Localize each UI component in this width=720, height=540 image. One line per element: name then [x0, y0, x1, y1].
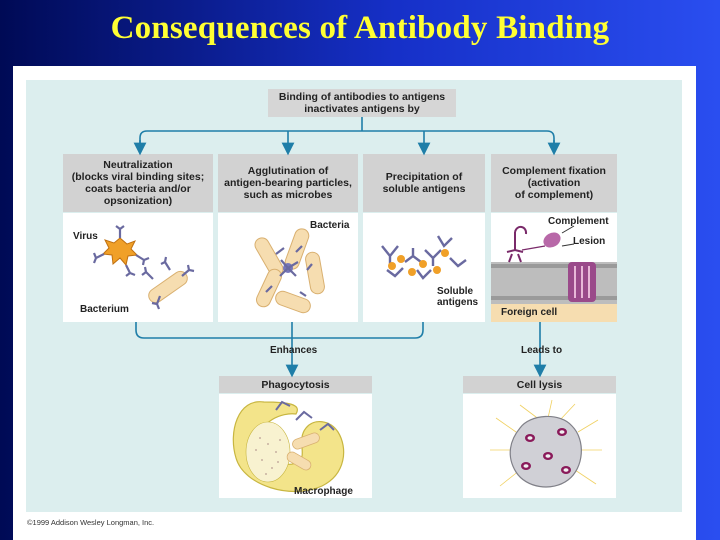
- complement-fixation-header: Complement fixation (activation of compl…: [491, 154, 617, 212]
- virus-icon: [92, 225, 150, 277]
- soluble-antigens-label: Soluble antigens: [437, 286, 479, 308]
- macrophage-label: Macrophage: [294, 486, 353, 497]
- bottom-connector-arrows: [135, 322, 547, 378]
- bacteria-label: Bacteria: [310, 220, 350, 231]
- precipitation-header: Precipitation of soluble antigens: [363, 154, 485, 212]
- slide-title: Consequences of Antibody Binding: [110, 10, 610, 46]
- bacterium-label: Bacterium: [80, 304, 129, 315]
- enhances-label: Enhances: [270, 345, 318, 356]
- leads-to-label: Leads to: [521, 345, 563, 356]
- cell-lysis-header: Cell lysis: [463, 376, 616, 393]
- neutralization-header: Neutralization (blocks viral binding sit…: [63, 154, 213, 212]
- complement-label: Complement: [548, 216, 609, 227]
- precipitated-antigens-icon: [381, 235, 467, 280]
- bacterium-icon: [141, 256, 195, 310]
- agglutinated-bacteria-icon: [254, 228, 325, 314]
- root-box: Binding of antibodies to antigens inacti…: [268, 89, 456, 117]
- macrophage-icon: [232, 400, 345, 493]
- copyright-credit: ©1999 Addison Wesley Longman, Inc.: [27, 518, 155, 527]
- lesion-label: Lesion: [573, 236, 606, 247]
- top-connector-arrows: [133, 117, 561, 156]
- complement-fixation-icon: [491, 225, 617, 322]
- phagocytosis-header: Phagocytosis: [219, 376, 372, 393]
- agglutination-header: Agglutination of antigen-bearing particl…: [218, 154, 358, 212]
- virus-label: Virus: [73, 231, 98, 242]
- lysed-cell-icon: [490, 399, 602, 488]
- foreign-cell-label: Foreign cell: [501, 307, 558, 318]
